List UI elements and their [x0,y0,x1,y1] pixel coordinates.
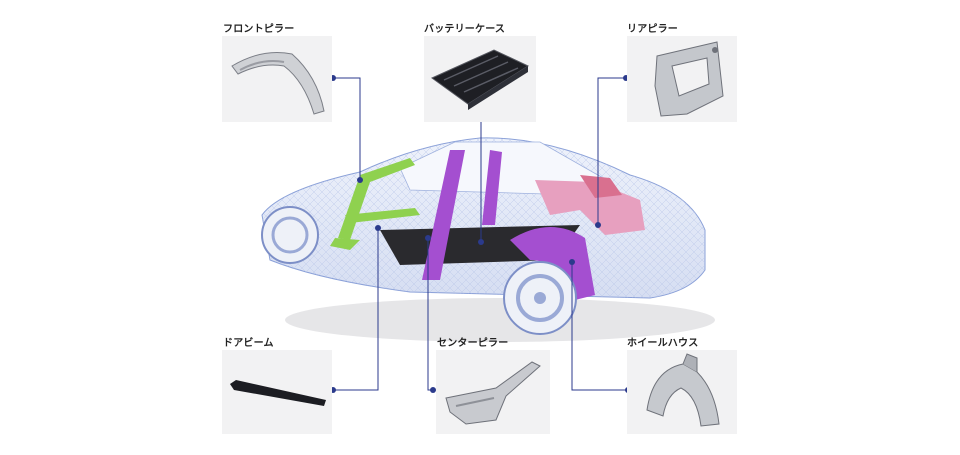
wheel-house-part-icon [646,353,720,427]
battery-case-label: バッテリーケース [424,24,506,35]
wheel-house-thumbnail [627,350,737,434]
battery-case-thumbnail [424,36,536,122]
front-pillar-part-icon [231,52,325,115]
front-wheel [261,206,319,264]
battery-case-part-icon [431,49,530,110]
wheel-house-label: ホイールハウス [627,338,699,349]
center-pillar-thumbnail [436,350,550,434]
front-pillar-label: フロントピラー [223,24,295,35]
door-beam-thumbnail [222,350,332,434]
center-pillar-part-icon [445,361,541,425]
car-wireframe-illustration [261,137,715,342]
rear-pillar-label: リアピラー [627,24,678,35]
center-pillar-label: センターピラー [437,338,509,349]
rear-pillar-part-icon [654,41,724,117]
rear-pillar-thumbnail [627,36,737,122]
front-pillar-thumbnail [222,36,332,122]
door-beam-label: ドアビーム [223,338,274,349]
door-beam-part-icon [230,380,326,406]
